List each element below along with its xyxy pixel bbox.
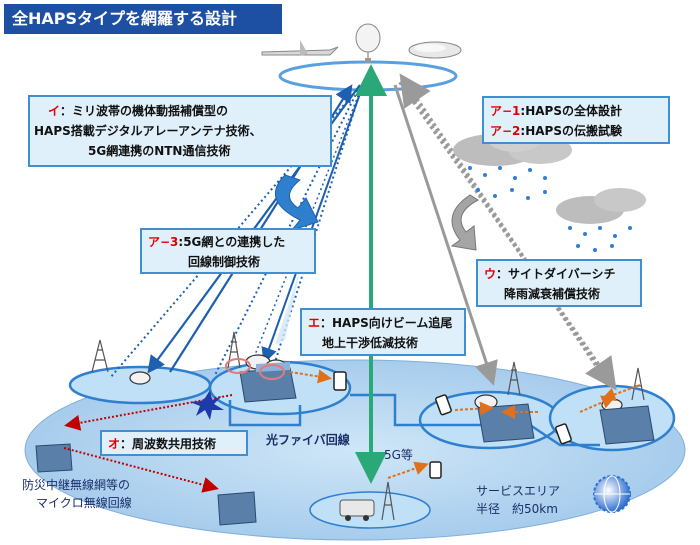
link-orange-1 xyxy=(289,369,332,384)
microwave-label-1: 防災中継無線網等の xyxy=(22,478,131,492)
label-i-line2: HAPS搭載デジタルアレーアンテナ技術、 xyxy=(34,124,262,138)
label-a1-text: :HAPSの全体設計 xyxy=(520,104,622,118)
curved-arrow-blue xyxy=(275,174,319,231)
service-area-label-2: 半径 約50km xyxy=(476,502,558,516)
fiveg-label: 5G等 xyxy=(384,448,413,462)
label-a3: ア−3:5G網との連携した 回線制御技術 xyxy=(140,228,316,274)
label-a2-text: :HAPSの伝搬試験 xyxy=(520,124,622,138)
label-o-tag: オ xyxy=(108,437,121,451)
label-u-tag: ウ xyxy=(484,267,497,281)
label-a3-tag: ア−3 xyxy=(148,235,179,249)
link-gray-return xyxy=(399,73,608,382)
link-orange-2 xyxy=(454,401,494,416)
label-o: オ：周波数共用技術 xyxy=(100,430,248,456)
label-i-line1: ミリ波帯の機体動揺補償型の xyxy=(72,104,229,118)
label-a1-tag: ア−1 xyxy=(490,104,521,118)
fiber-line xyxy=(228,393,600,447)
service-area-label-1: サービスエリア xyxy=(476,484,561,498)
label-a3-text1: :5G網との連携した xyxy=(178,235,286,249)
label-u-text2: 降雨減衰補償技術 xyxy=(504,287,601,301)
link-orange-6 xyxy=(387,461,429,479)
label-a2-tag: ア−2 xyxy=(490,124,521,138)
label-u: ウ：サイトダイバーシチ 降雨減衰補償技術 xyxy=(476,259,642,307)
label-a12: ア−1:HAPSの全体設計 ア−2:HAPSの伝搬試験 xyxy=(482,96,670,144)
link-gray-right1 xyxy=(393,84,498,386)
label-i: イ：ミリ波帯の機体動揺補償型の HAPS搭載デジタルアレーアンテナ技術、 5G網… xyxy=(28,95,332,167)
interference-star-icon xyxy=(190,390,224,420)
label-e-text2: 地上干渉低減技術 xyxy=(322,336,419,350)
page-title: 全HAPSタイプを網羅する設計 xyxy=(4,4,282,34)
label-i-line3: 5G網連携のNTN通信技術 xyxy=(88,144,231,158)
smartphone-icon xyxy=(333,371,572,479)
label-e-tag: エ xyxy=(308,316,321,330)
haps-orbit-ring xyxy=(278,60,458,92)
microwave-label-2: マイクロ無線回線 xyxy=(36,496,132,510)
label-e-text1: ：HAPS向けビーム追尾 xyxy=(320,316,453,330)
curved-arrow-gray xyxy=(450,194,479,251)
vehicle-icon xyxy=(339,499,375,521)
beam-spot xyxy=(225,358,251,374)
label-i-tag: イ xyxy=(48,104,61,118)
globe-icon xyxy=(593,475,631,513)
beam-dotted-2 xyxy=(109,85,361,379)
label-i-sep: ： xyxy=(60,104,73,118)
glider-icon xyxy=(261,40,339,56)
link-haps-center xyxy=(261,87,363,364)
beam-spot xyxy=(259,364,285,380)
airship-icon xyxy=(408,41,462,59)
link-orange-4 xyxy=(579,395,616,413)
label-e: エ：HAPS向けビーム追尾 地上干渉低減技術 xyxy=(300,308,466,356)
fiber-label: 光ファイバ回線 xyxy=(266,433,350,447)
beam-cone xyxy=(275,270,300,345)
balloon-icon xyxy=(355,23,381,63)
label-o-text: ：周波数共用技術 xyxy=(120,437,217,451)
building-icon xyxy=(35,362,655,526)
label-a3-text2: 回線制御技術 xyxy=(188,255,261,269)
label-u-text1: ：サイトダイバーシチ xyxy=(496,267,616,281)
link-orange-5 xyxy=(601,384,641,402)
